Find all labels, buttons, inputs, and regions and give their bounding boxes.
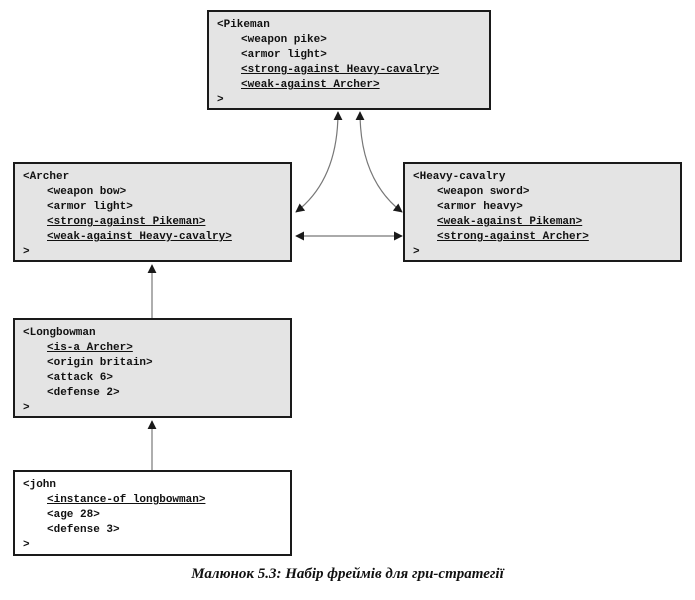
frame-name: <Pikeman xyxy=(217,19,270,31)
slot: <attack 6> xyxy=(47,372,114,384)
slot: <weapon pike> xyxy=(241,34,327,46)
frame-close: > xyxy=(23,246,30,258)
frame-archer: <Archer <weapon bow> <armor light> <stro… xyxy=(13,162,292,262)
slot: <origin britain> xyxy=(47,357,153,369)
relation-slot: <instance-of longbowman> xyxy=(47,494,206,506)
slot: <age 28> xyxy=(47,509,100,521)
frame-heavy-cavalry: <Heavy-cavalry <weapon sword> <armor hea… xyxy=(403,162,682,262)
relation-slot: <is-a Archer> xyxy=(47,342,133,354)
slot: <armor heavy> xyxy=(437,201,523,213)
frame-pikeman: <Pikeman <weapon pike> <armor light> <st… xyxy=(207,10,491,110)
relation-slot: <strong-against Archer> xyxy=(437,231,589,243)
frame-longbowman: <Longbowman <is-a Archer> <origin britai… xyxy=(13,318,292,418)
frame-name: <Heavy-cavalry xyxy=(413,171,506,183)
arrow-archer-to-pikeman xyxy=(295,111,343,213)
relation-slot: <strong-against Heavy-cavalry> xyxy=(241,64,440,76)
slot: <armor light> xyxy=(47,201,133,213)
relation-slot: <weak-against Pikeman> xyxy=(437,216,583,228)
frame-name: <john xyxy=(23,479,57,491)
slot: <weapon sword> xyxy=(437,186,530,198)
arrow-heavy-cavalry-to-pikeman xyxy=(355,111,403,213)
frame-name: <Archer xyxy=(23,171,70,183)
slot: <armor light> xyxy=(241,49,327,61)
frame-close: > xyxy=(23,539,30,551)
slot: <weapon bow> xyxy=(47,186,127,198)
frame-john: <john <instance-of longbowman> <age 28> … xyxy=(13,470,292,556)
slot: <defense 2> xyxy=(47,387,120,399)
figure-caption: Малюнок 5.3: Набір фреймів для гри-страт… xyxy=(191,566,504,582)
slot: <defense 3> xyxy=(47,524,120,536)
frame-close: > xyxy=(23,402,30,414)
frame-close: > xyxy=(413,246,420,258)
frame-name: <Longbowman xyxy=(23,327,96,339)
relation-slot: <strong-against Pikeman> xyxy=(47,216,206,228)
frame-close: > xyxy=(217,94,224,106)
relation-slot: <weak-against Heavy-cavalry> xyxy=(47,231,232,243)
relation-slot: <weak-against Archer> xyxy=(241,79,380,91)
